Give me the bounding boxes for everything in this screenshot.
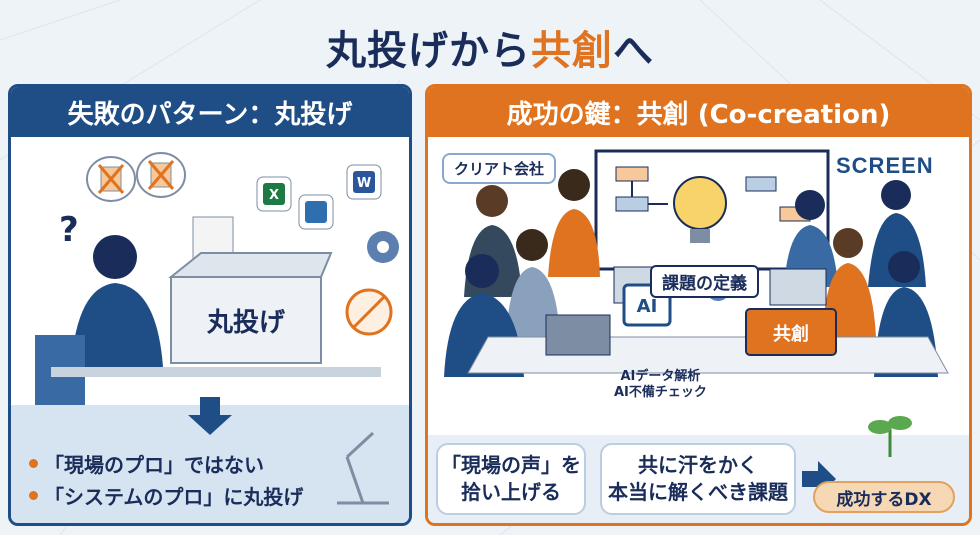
word-icon: W — [346, 164, 382, 200]
sprout-icon — [868, 416, 912, 457]
success-key-panel: 成功の鍵：共創 (Co-creation) — [425, 84, 972, 526]
svg-text:AI: AI — [637, 296, 658, 317]
failure-point-1: 「現場のプロ」ではない — [29, 449, 264, 478]
bullet-dot — [29, 459, 38, 468]
desk — [51, 367, 381, 377]
co-creation-toolbox: 共創 — [745, 308, 837, 356]
failure-point-2: 「システムのプロ」に丸投げ — [29, 481, 303, 510]
confused-man-figure — [35, 235, 163, 405]
broken-lamp-icon — [337, 431, 389, 505]
down-arrow-icon — [188, 397, 232, 435]
shared-effort-bubble: 共に汗をかく本当に解くべき課題 — [600, 443, 796, 515]
gear-icon — [367, 231, 399, 263]
failure-pattern-panel: 失敗のパターン：丸投げ X W ? — [8, 84, 412, 526]
field-voice-bubble: 「現場の声」を拾い上げる — [436, 443, 586, 515]
crossed-database-icon — [136, 152, 186, 198]
excel-icon: X — [256, 176, 292, 212]
svg-text:W: W — [357, 176, 371, 191]
box-label: 丸投げ — [206, 308, 286, 338]
lightbulb-icon — [673, 176, 727, 243]
successful-dx-goal: 成功するDX — [813, 481, 955, 513]
company-tag: クリアト会社 — [442, 153, 557, 184]
failure-points-area: 「現場のプロ」ではない 「システムのプロ」に丸投げ — [11, 397, 409, 523]
bullet-dot — [29, 491, 38, 500]
partner-logo: SCREEN — [836, 153, 934, 178]
laptop-icon — [545, 266, 827, 356]
stop-hand-icon — [345, 288, 393, 336]
question-mark: ? — [59, 210, 79, 250]
co-creation-scene-illustration: AI 共創 — [444, 149, 949, 377]
meeting-table — [467, 336, 949, 374]
problem-definition-label: 課題の定義 — [650, 265, 759, 298]
toolbox-label: 共創 — [773, 323, 809, 345]
ai-features-text: AIデータ解析 AI不備チェック — [614, 369, 707, 401]
svg-text:X: X — [269, 188, 279, 203]
page-title: 丸投げから共創へ — [326, 28, 654, 74]
app-icon — [298, 194, 334, 230]
success-panel-header: 成功の鍵：共創 (Co-creation) — [428, 87, 969, 137]
failure-scene-illustration: X W ? 丸投げ — [35, 152, 399, 405]
crossed-document-icon — [86, 156, 136, 202]
outsourcing-box: 丸投げ — [168, 216, 333, 364]
success-points-area: 「現場の声」を拾い上げる 共に汗をかく本当に解くべき課題 成功するDX — [428, 416, 969, 523]
failure-panel-header: 失敗のパターン：丸投げ — [11, 87, 409, 137]
